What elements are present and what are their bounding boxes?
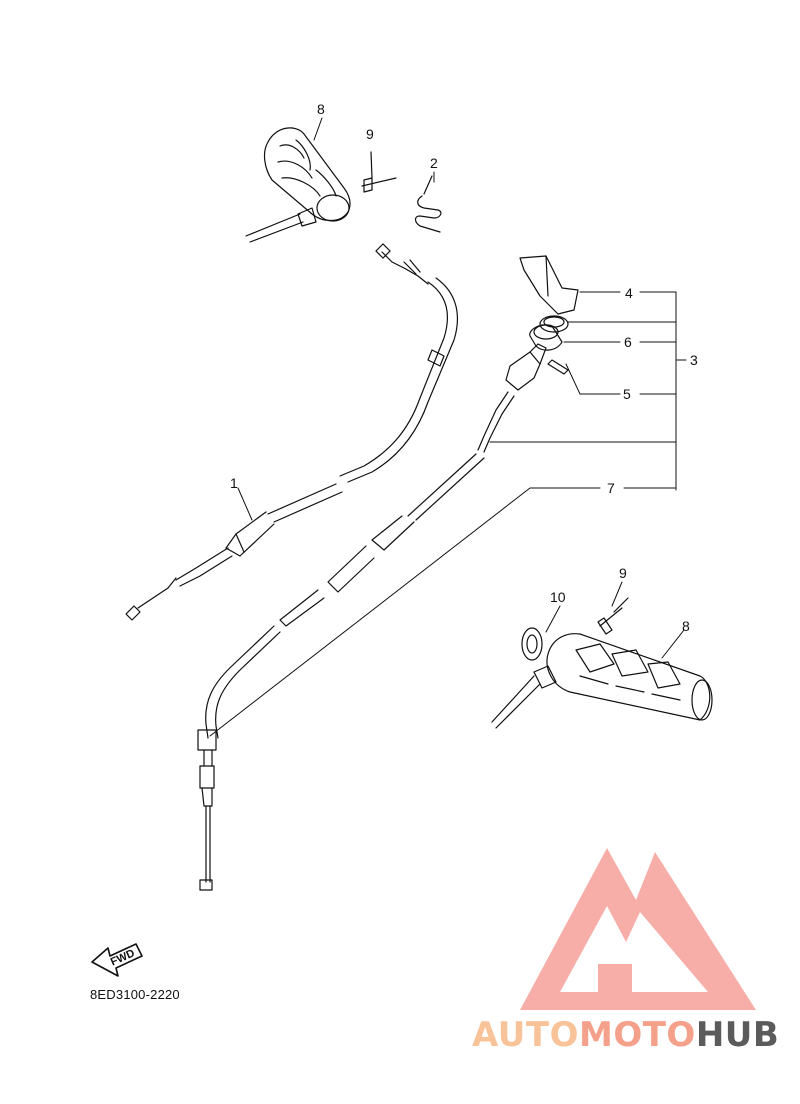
throttle-assembly (505, 255, 579, 391)
clutch-cable (125, 243, 458, 621)
callout-part-4: 4 (625, 285, 633, 301)
callout-part-7: 7 (607, 480, 615, 496)
watermark-text-hub: HUB (695, 1015, 780, 1055)
watermark-text-auto: AUTO (472, 1015, 579, 1055)
callout-part-8-top: 8 (317, 101, 325, 117)
callout-part-9-top: 9 (366, 126, 374, 142)
callout-part-9-right: 9 (619, 565, 627, 581)
callout-part-8-right: 8 (682, 618, 690, 634)
right-grip-assembly (491, 597, 713, 729)
throttle-cable (197, 391, 515, 891)
leader-lines (209, 117, 687, 737)
fwd-arrow-icon (91, 943, 143, 977)
callout-part-3: 3 (690, 352, 698, 368)
clip-part (414, 175, 442, 233)
reference-code: 8ED3100-2220 (90, 987, 180, 1002)
screw-top (361, 151, 397, 193)
callout-part-2: 2 (430, 155, 438, 171)
watermark-text-moto: MOTO (578, 1015, 696, 1055)
callout-part-10: 10 (550, 589, 566, 605)
left-grip-assembly (245, 127, 351, 243)
callout-part-6: 6 (624, 334, 632, 350)
callout-part-1: 1 (230, 475, 238, 491)
callout-part-5: 5 (623, 386, 631, 402)
watermark-text: AUTOMOTOHUB (472, 1018, 779, 1052)
watermark-logo-icon (520, 848, 756, 1010)
